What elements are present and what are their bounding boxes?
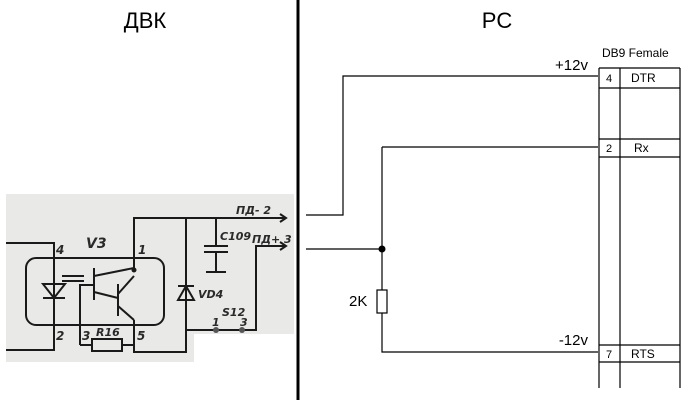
label-out-minus: ПД- 2 xyxy=(236,204,271,217)
junction-dot xyxy=(378,245,386,253)
label-pin4: 4 xyxy=(55,243,64,257)
pc-wiring xyxy=(306,75,598,353)
label-v3: V3 xyxy=(86,236,107,252)
label-r16: R16 xyxy=(96,326,120,339)
label-pin2: 2 xyxy=(56,329,64,343)
pin-number: 4 xyxy=(606,73,612,85)
label-jp1: 1 xyxy=(212,316,220,329)
pin-signal: RTS xyxy=(631,347,655,361)
pin-number: 2 xyxy=(606,143,612,155)
pin-signal: Rx xyxy=(634,141,649,155)
label-out-plus: ПД+ 3 xyxy=(252,233,292,246)
label-pin1: 1 xyxy=(138,243,146,257)
header-right: PC xyxy=(482,8,513,33)
connector-title: DB9 Female xyxy=(602,46,669,60)
label-jp3: 3 xyxy=(240,316,248,329)
resistor-label: 2K xyxy=(349,293,367,310)
header-left: ДВК xyxy=(124,8,167,33)
pin-number: 7 xyxy=(606,349,612,361)
pin-signal: DTR xyxy=(631,71,656,85)
label-c109: C109 xyxy=(220,230,251,243)
label-pin5: 5 xyxy=(137,329,145,343)
db9-connector: DB9 Female 4 DTR 2 Rx 7 RTS xyxy=(598,46,681,388)
label-vd4: VD4 xyxy=(198,288,223,301)
scanned-schematic: V3 4 2 1 3 5 R16 C109 VD4 S12 1 3 ПД- 2 … xyxy=(6,194,294,364)
label-s12: S12 xyxy=(222,306,246,319)
voltage-plus: +12v xyxy=(555,57,588,74)
label-pin3: 3 xyxy=(82,329,90,343)
voltage-minus: -12v xyxy=(559,332,589,349)
